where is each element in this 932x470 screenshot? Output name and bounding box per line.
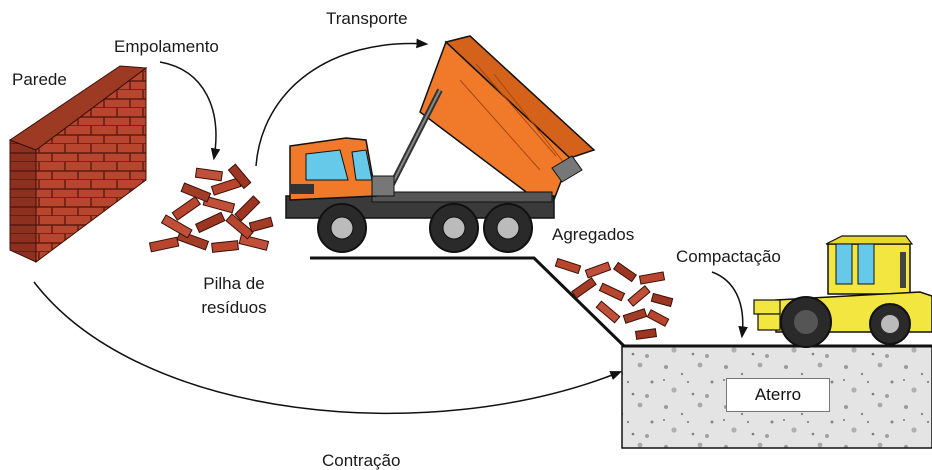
label-pilha-de-residuos: Pilha de resíduos (192, 272, 276, 320)
label-parede: Parede (12, 70, 67, 89)
label-empolamento: Empolamento (114, 37, 219, 56)
aggregates-pile (554, 257, 674, 340)
label-contracao: Contração (322, 451, 401, 470)
arrow-empolamento (159, 61, 221, 161)
label-compactacao: Compactação (676, 247, 781, 266)
label-pilha-line1: Pilha de (203, 274, 265, 293)
process-arrows (33, 38, 748, 415)
label-transporte: Transporte (326, 9, 408, 28)
arrow-compactacao (711, 271, 748, 339)
label-aterro: Aterro (726, 378, 830, 412)
arrow-contracao (33, 281, 623, 415)
brick-wall (8, 65, 148, 263)
arrow-transporte (255, 38, 429, 167)
label-pilha-line2: resíduos (201, 298, 267, 317)
label-agregados: Agregados (552, 225, 635, 244)
road-roller (753, 235, 932, 348)
truck-wheels (317, 203, 533, 253)
rubble-pile (148, 163, 274, 253)
dump-truck (285, 35, 596, 253)
